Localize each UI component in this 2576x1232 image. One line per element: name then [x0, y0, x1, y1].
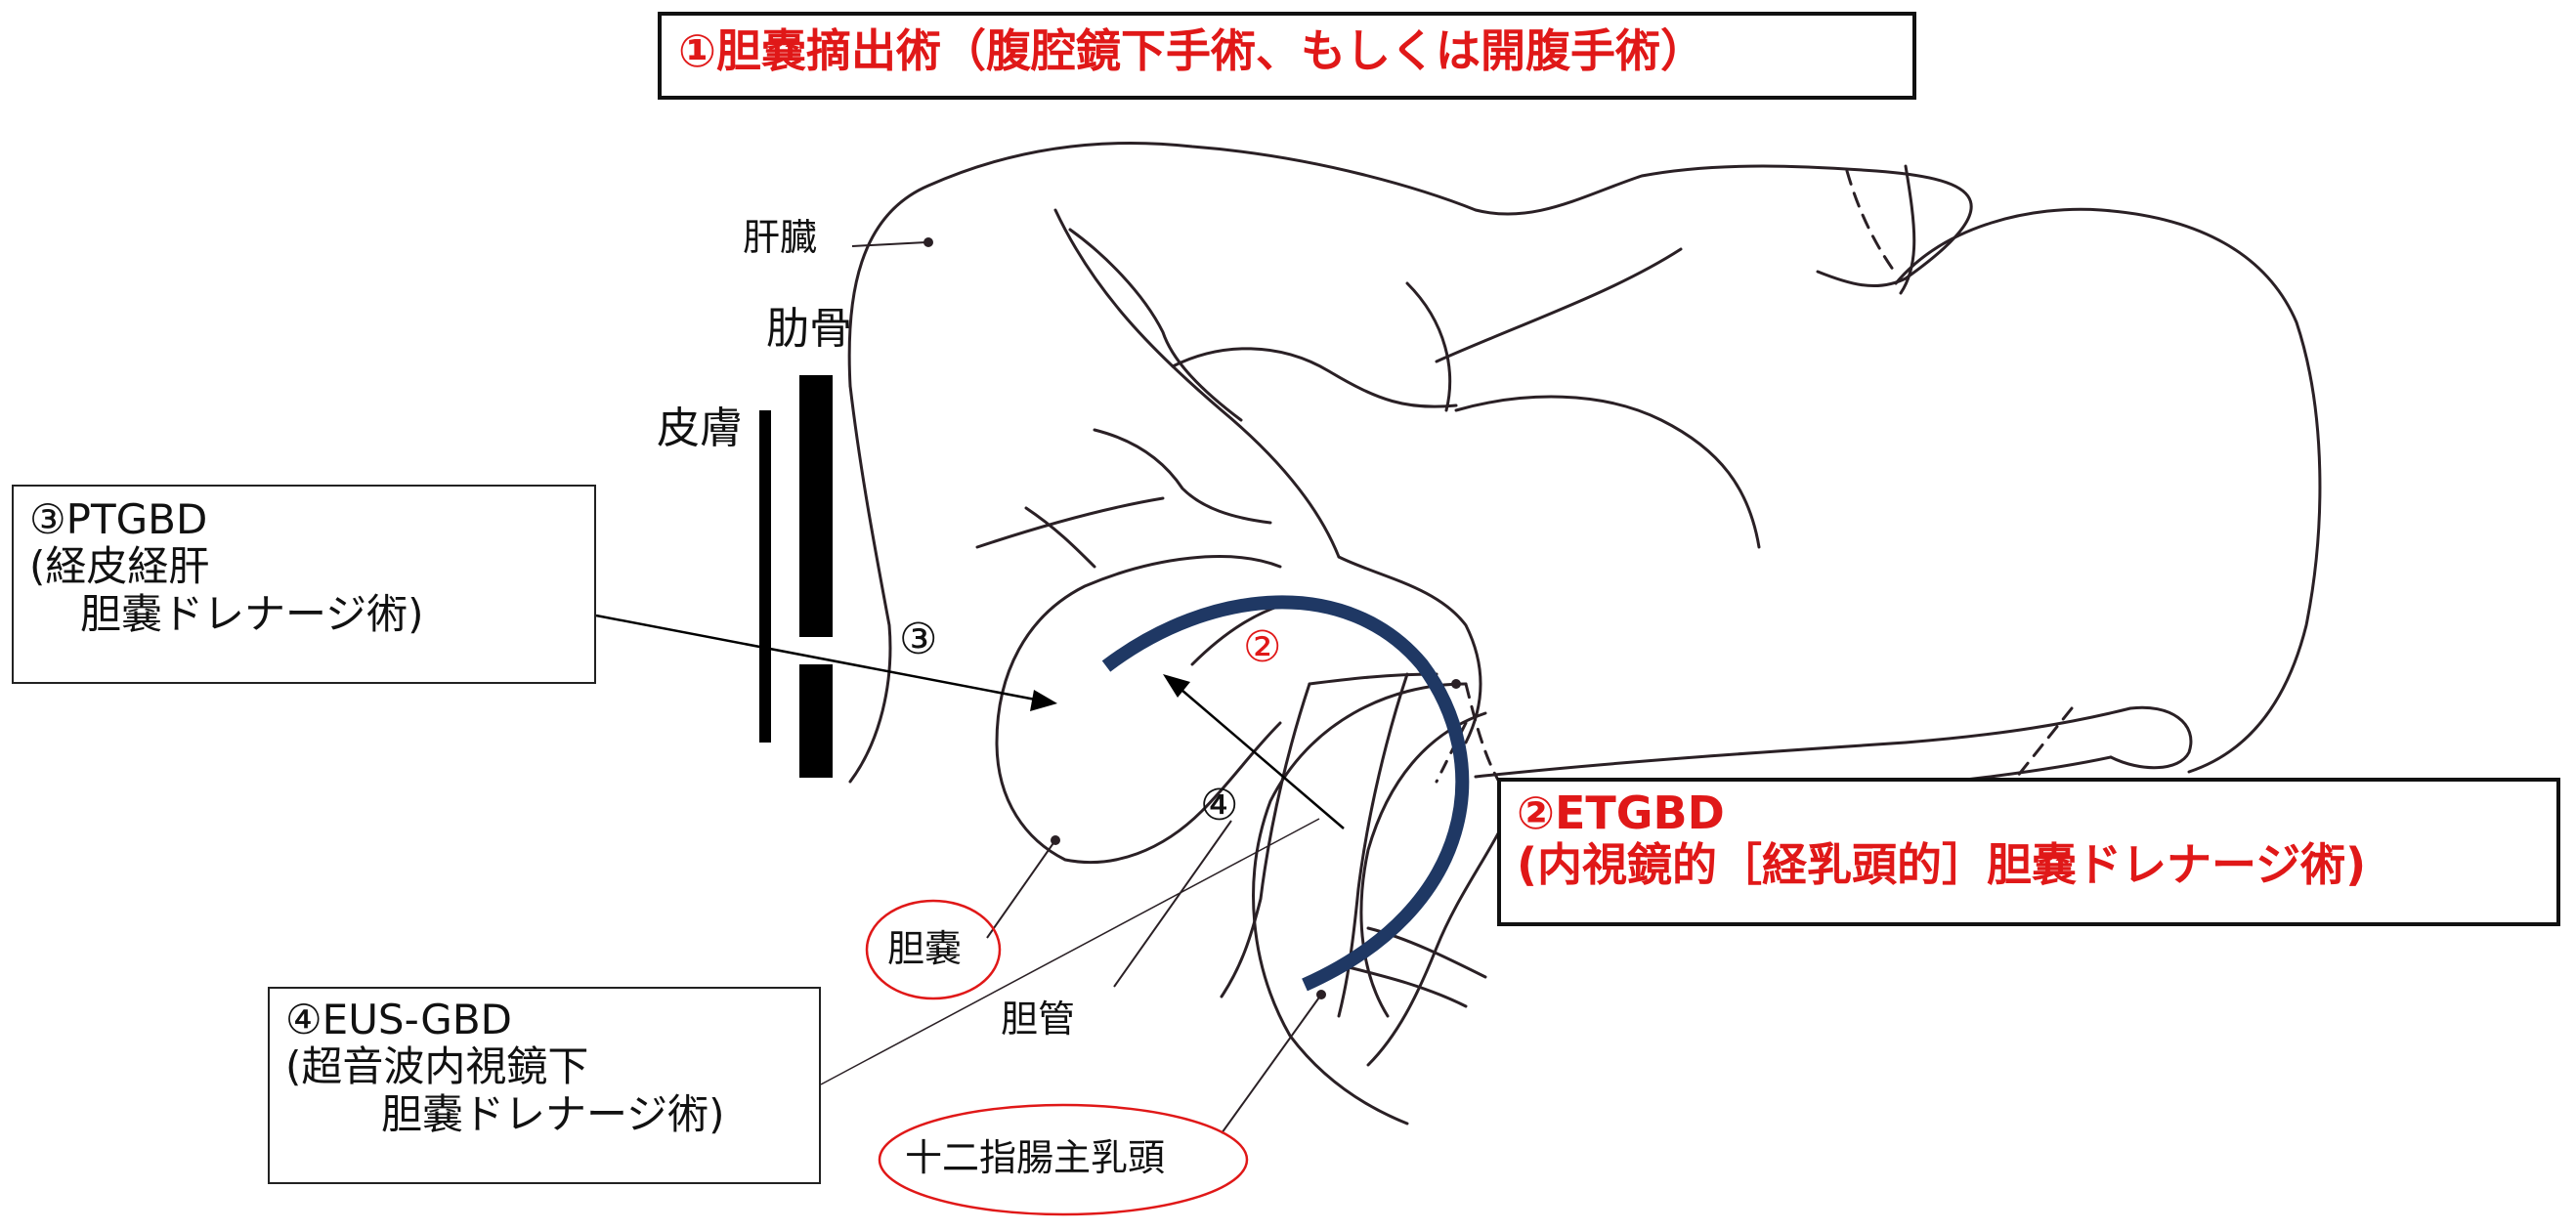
liver-dot [923, 237, 933, 247]
hepatic-duct-branch-2 [1405, 281, 1452, 412]
skin-label: 皮膚 [657, 404, 743, 453]
hepatic-duct-upper [1053, 208, 1341, 559]
esophagus-dashed [1845, 169, 1898, 276]
cystic-region-1 [1024, 506, 1096, 569]
marker-4: ④ [1200, 781, 1239, 830]
ptgbd-arrow-line [595, 614, 1047, 703]
bile-duct-left [1220, 682, 1311, 998]
etgbd-line1: ②ETGBD [1517, 786, 1725, 839]
papilla-ellipse [878, 1103, 1249, 1216]
etgbd-box [1497, 778, 2560, 926]
cystic-dot [1451, 679, 1461, 689]
eus-box [268, 987, 821, 1184]
hepatic-duct-left [1093, 428, 1272, 525]
pancreas-head-inner-2 [1347, 965, 1468, 1008]
rib-bar-lower [799, 664, 833, 778]
hepatic-duct-left-2 [975, 496, 1165, 549]
pancreas-head [1366, 819, 1507, 1067]
marker-2: ② [1243, 622, 1282, 672]
eus-text: ④EUS-GBD (超音波内視鏡下 胆嚢ドレナージ術) [285, 996, 725, 1138]
liver-lower-edge [848, 384, 892, 784]
eus-leader [820, 818, 1320, 1085]
rib-label: 肋骨 [766, 304, 852, 354]
title-box [658, 12, 1916, 100]
gallbladder-leader [986, 839, 1056, 939]
papilla-dashed [1435, 721, 1468, 784]
bile-duct-label: 胆管 [1001, 998, 1076, 1041]
ptgbd-box [12, 485, 596, 684]
eus-line1: ④EUS-GBD [285, 996, 512, 1043]
esophagus-line [1899, 164, 1916, 295]
rib-bar-upper [799, 375, 833, 637]
eus-line2: (超音波内視鏡下 [285, 1042, 589, 1091]
gallbladder-ellipse [865, 899, 1002, 1000]
liver-outline [847, 141, 1973, 388]
etgbd-line2: (内視鏡的［経乳頭的］胆嚢ドレナージ術) [1517, 837, 2367, 891]
liver-label: 肝臓 [743, 216, 818, 259]
ptgbd-line3: 胆嚢ドレナージ術) [80, 589, 424, 638]
eus-arrow-line [1174, 683, 1345, 829]
etgbd-endoscope-arc [1101, 595, 1470, 992]
ptgbd-line2: (経皮経肝 [29, 542, 210, 591]
hepatic-duct-branch-3 [1435, 247, 1683, 363]
eus-arrowhead [1163, 674, 1190, 698]
hepatic-duct-branch-4 [1454, 395, 1761, 549]
papilla-leader [1221, 994, 1322, 1134]
etgbd-text: ②ETGBD (内視鏡的［経乳頭的］胆嚢ドレナージ術) [1517, 787, 2366, 891]
title-text: ①胆嚢摘出術（腹腔鏡下手術、もしくは開腹手術） [678, 24, 1705, 77]
gallbladder-label: 胆嚢 [887, 927, 963, 970]
common-hepatic-duct [1337, 555, 1482, 744]
ptgbd-line1: ③PTGBD [29, 495, 208, 543]
eus-line3: 胆嚢ドレナージ術) [381, 1089, 725, 1138]
marker-3: ③ [899, 615, 938, 664]
hepatic-duct-branch-1 [1171, 347, 1458, 408]
bile-duct-cystic-link [1308, 672, 1438, 686]
pancreas-tail [2109, 705, 2193, 770]
gallbladder-outline [995, 555, 1282, 865]
bile-duct-leader [1113, 820, 1232, 988]
stomach-outline [1894, 207, 2322, 774]
pancreas-upper [1474, 706, 2132, 779]
skin-bar [759, 410, 771, 743]
hepatic-duct-upper-inner [1068, 228, 1243, 422]
ptgbd-arrowhead [1030, 690, 1057, 711]
liver-leader [851, 241, 927, 247]
bile-duct-right [1337, 672, 1409, 1018]
duodenum-outer [1252, 682, 1468, 1126]
ptgbd-text: ③PTGBD (経皮経肝 胆嚢ドレナージ術) [29, 495, 424, 638]
papilla-label: 十二指腸主乳頭 [905, 1136, 1166, 1179]
pancreatic-duct-dashed [2011, 706, 2074, 784]
